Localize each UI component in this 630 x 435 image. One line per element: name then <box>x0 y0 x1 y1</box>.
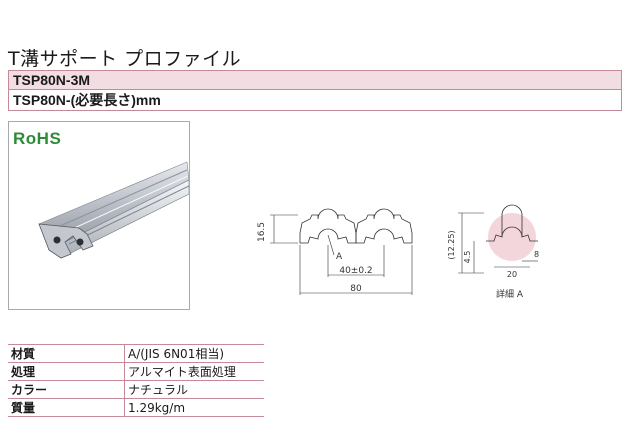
detail-highlight-circle <box>488 213 536 261</box>
spec-row-material: 材質 A/(JIS 6N01相当) <box>8 344 264 363</box>
spec-label: 質量 <box>8 398 125 417</box>
spec-label: カラー <box>8 380 125 399</box>
model-number-secondary: TSP80N-(必要長さ)mm <box>8 89 622 111</box>
spec-table: 材質 A/(JIS 6N01相当) 処理 アルマイト表面処理 カラー ナチュラル… <box>8 344 264 417</box>
spec-value: ナチュラル <box>124 380 264 399</box>
detail-neck-width: 8 <box>534 250 539 259</box>
model-number-primary: TSP80N-3M <box>8 70 622 90</box>
spec-value: A/(JIS 6N01相当) <box>124 344 264 363</box>
spec-row-mass: 質量 1.29kg/m <box>8 398 264 417</box>
pitch-dimension: 40±0.2 <box>339 266 372 276</box>
spec-label: 材質 <box>8 344 125 363</box>
rohs-badge: RoHS <box>13 129 62 148</box>
model-row-primary: TSP80N-3M <box>8 70 622 90</box>
spec-value: 1.29kg/m <box>124 398 264 417</box>
detail-slot-depth: 4.5 <box>463 251 472 264</box>
detail-a-marker: A <box>336 252 343 262</box>
model-number-table: TSP80N-3M TSP80N-(必要長さ)mm <box>8 70 622 111</box>
product-photo-frame: RoHS <box>8 121 190 310</box>
spec-value: アルマイト表面処理 <box>124 362 264 381</box>
detail-height-dimension: (12.25) <box>447 230 456 259</box>
width-dimension: 80 <box>350 284 362 294</box>
model-row-secondary: TSP80N-(必要長さ)mm <box>8 89 622 111</box>
spec-row-color: カラー ナチュラル <box>8 380 264 399</box>
page-title: T溝サポート プロファイル <box>8 48 242 70</box>
spec-row-treatment: 処理 アルマイト表面処理 <box>8 362 264 381</box>
height-dimension: 16.5 <box>257 222 267 242</box>
profile-cross-section-drawing: 16.5 40±0.2 80 A (12.25) 4.5 20 8 詳細 A <box>257 204 539 300</box>
spec-label: 処理 <box>8 362 125 381</box>
detail-slot-width: 20 <box>507 270 517 279</box>
aluminum-profile-photo <box>38 161 189 259</box>
detail-a-caption: 詳細 A <box>496 288 524 300</box>
